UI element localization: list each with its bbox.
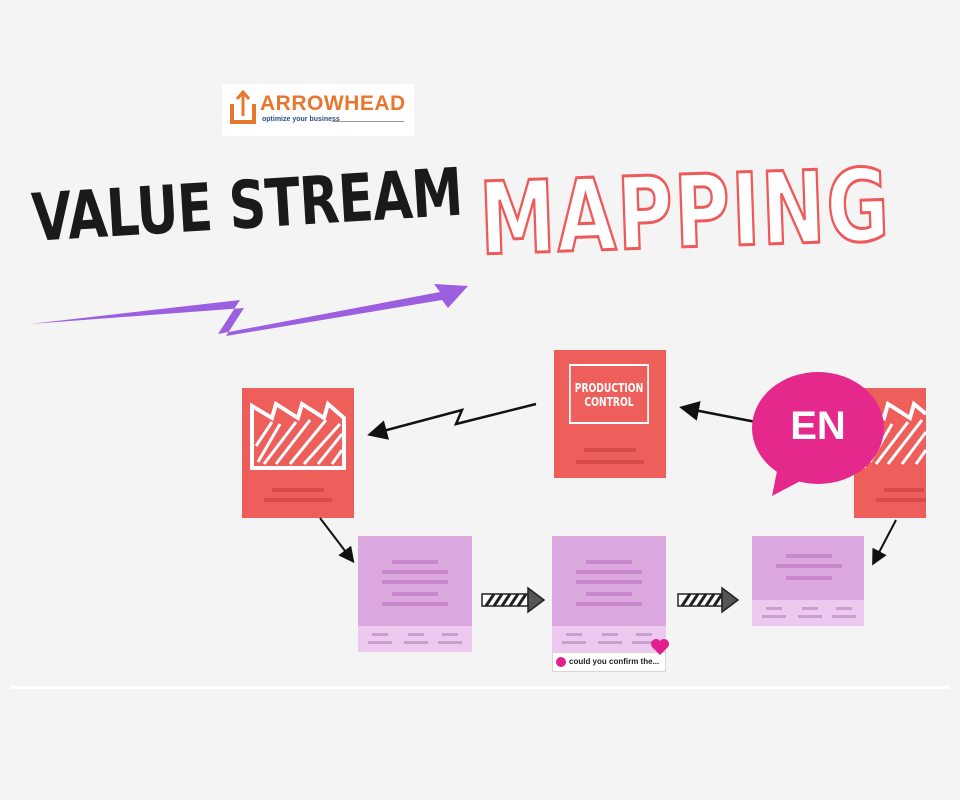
logo-rule [332, 121, 404, 122]
lightning-arrow-icon [30, 284, 468, 336]
info-flow-arrow-left [367, 402, 537, 440]
push-arrow-1 [481, 586, 546, 614]
process-step-2 [552, 536, 666, 652]
logo: ARROWHEAD optimize your business [222, 84, 414, 136]
shipment-arrow-right [872, 519, 897, 566]
comment-avatar-icon [556, 657, 566, 667]
info-flow-arrow-right [679, 401, 757, 424]
logo-tagline: optimize your business [262, 116, 340, 123]
logo-brand: ARROWHEAD [260, 92, 406, 115]
shipment-arrow-left [319, 517, 355, 564]
process-step-3 [752, 536, 864, 626]
push-arrow-2 [677, 586, 740, 614]
speech-bubble-icon [752, 372, 884, 496]
heart-icon[interactable] [650, 638, 670, 656]
language-badge-text: EN [790, 404, 846, 448]
language-badge[interactable]: EN [748, 370, 888, 498]
comment-chip[interactable]: could you confirm the... [552, 652, 666, 672]
process-step-1 [358, 536, 472, 652]
supplier-factory-box [242, 388, 354, 518]
production-control-label: PRODUCTION CONTROL [569, 364, 649, 424]
production-control-box: PRODUCTION CONTROL [554, 350, 666, 478]
factory-icon [250, 400, 346, 470]
box-arrow-icon [230, 90, 256, 124]
comment-text: could you confirm the... [569, 657, 660, 666]
divider [10, 686, 950, 689]
